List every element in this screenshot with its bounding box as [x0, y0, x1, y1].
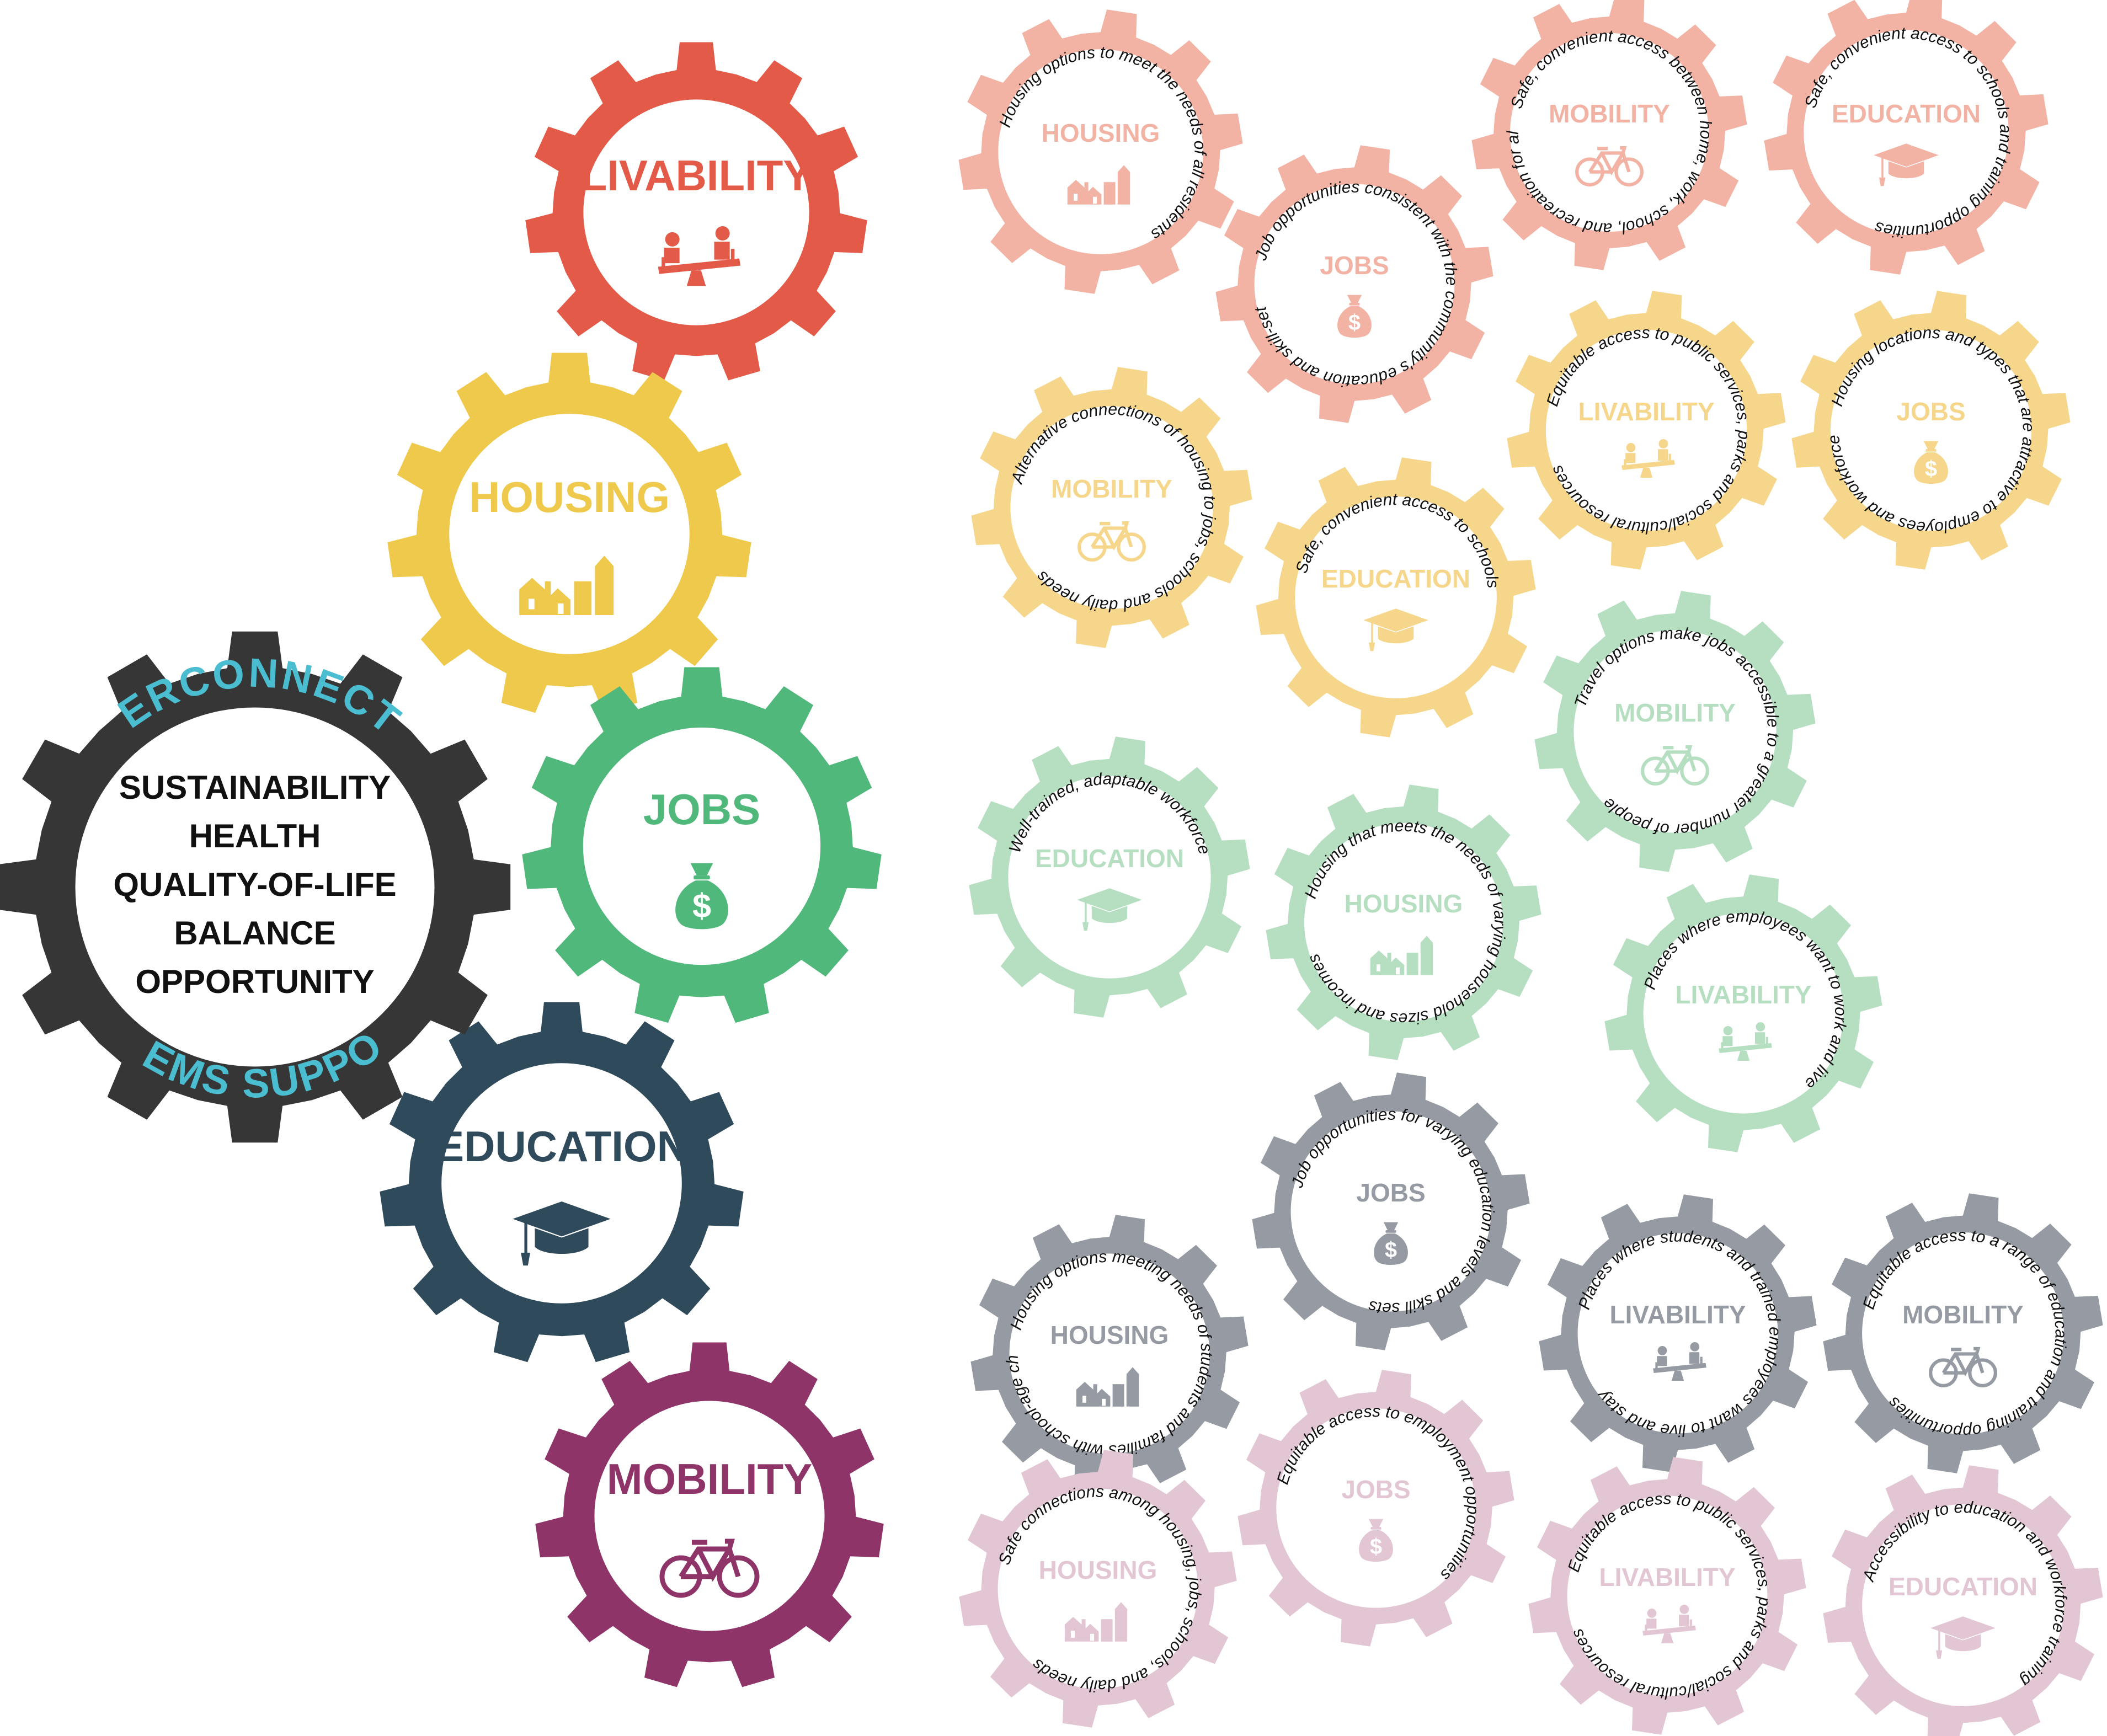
- gear-label: MOBILITY: [1614, 698, 1736, 727]
- gear-label: LIVABILITY: [1599, 1563, 1735, 1591]
- small-gear: Housing options to meet the needs of all…: [958, 9, 1243, 294]
- gear-hole: [449, 414, 690, 654]
- small-gear: Alternative connections of housing to jo…: [971, 367, 1252, 648]
- main-gear-livability: LIVABILITY: [525, 42, 867, 381]
- gear-hole: [1295, 496, 1497, 698]
- gear-hole: [1567, 1495, 1768, 1696]
- gear-label: LIVABILITY: [1675, 980, 1811, 1009]
- gear-hole: [594, 1401, 825, 1631]
- core-top-title: INTERCONNECTED: [0, 0, 410, 744]
- gear-label: LIVABILITY: [1578, 397, 1714, 426]
- gear-hole: [998, 49, 1203, 254]
- small-gear: Travel options make jobs accessible to a…: [1534, 591, 1816, 872]
- gear-hole: [1862, 1504, 2064, 1706]
- small-gear: Equitable access to employment opportuni…: [1237, 1370, 1514, 1647]
- gear-label: HOUSING: [1050, 1321, 1169, 1349]
- small-gear: Safe, convenient access between home, wo…: [0, 0, 1747, 270]
- gear-hole: [998, 1488, 1198, 1689]
- small-gear: Well-trained, adaptable workforceEDUCATI…: [969, 736, 1250, 1018]
- core-value-text: QUALITY-OF-LIFE: [113, 866, 396, 903]
- gear-label: MOBILITY: [1902, 1300, 2024, 1329]
- small-gear: Places where employees want to work and …: [1604, 874, 1882, 1152]
- small-gear: Housing that meets the needs of varying …: [1266, 784, 1541, 1060]
- gear-hole: [1304, 823, 1503, 1022]
- main-gear-jobs: JOBS: [522, 667, 882, 1023]
- gear-label: LIVABILITY: [581, 151, 812, 200]
- gear-label: JOBS: [1356, 1178, 1425, 1207]
- gear-label: JOBS: [1341, 1475, 1410, 1504]
- core-value-text: SUSTAINABILITY: [119, 769, 391, 806]
- small-gear: Equitable access to a range of education…: [1823, 1193, 2103, 1473]
- gear-hole: [1254, 184, 1455, 384]
- small-gear: Job opportunities consistent with the co…: [1215, 145, 1493, 423]
- gear-label: HOUSING: [1345, 889, 1463, 918]
- small-gear: Housing locations and types that are att…: [1791, 291, 2071, 570]
- main-gear-mobility: MOBILITY: [535, 1342, 884, 1687]
- core-value-text: BALANCE: [174, 915, 335, 952]
- gear-hole: [441, 1063, 682, 1304]
- gear-label: EDUCATION: [1321, 564, 1470, 593]
- gear-label: JOBS: [643, 785, 760, 834]
- gear-hole: [1276, 1408, 1476, 1608]
- small-gear: Equitable access to public services, par…: [1507, 291, 1786, 570]
- gear-hole: [1573, 630, 1777, 833]
- gear-hole: [1643, 913, 1844, 1114]
- gear-hole: [1804, 30, 2009, 235]
- gear-label: EDUCATION: [1035, 844, 1184, 873]
- gear-ring-text: Safe, convenient access between home, wo…: [0, 0, 1715, 238]
- gear-label: LIVABILITY: [1609, 1300, 1746, 1329]
- small-gear: Job opportunities for varying education …: [1252, 1072, 1530, 1350]
- core-value-text: HEALTH: [189, 818, 321, 854]
- gear-label: EDUCATION: [1889, 1572, 2037, 1601]
- gear-hole: [1010, 406, 1213, 609]
- gear-hole: [1510, 33, 1709, 232]
- gear-hole: [1862, 1232, 2064, 1434]
- gear-label: HOUSING: [1039, 1556, 1157, 1584]
- gear-hole: [1290, 1111, 1491, 1312]
- gear-hole: [75, 707, 435, 1067]
- gear-label: HOUSING: [1042, 119, 1160, 147]
- small-gear: Safe, convenient access to schoolsEDUCAT…: [1256, 457, 1536, 738]
- gear-hole: [1008, 776, 1211, 979]
- small-gear: Places where students and trained employ…: [1539, 1194, 1817, 1472]
- gear-label: MOBILITY: [1549, 99, 1670, 128]
- gear-label: MOBILITY: [607, 1455, 813, 1503]
- gear-label: JOBS: [1320, 251, 1389, 280]
- gear-label: MOBILITY: [1051, 474, 1172, 503]
- gear-label: HOUSING: [469, 473, 670, 521]
- gear-hole: [583, 727, 821, 965]
- small-gear: Safe, convenient access to schools and t…: [1764, 0, 2049, 275]
- gear-hole: [1577, 1233, 1778, 1434]
- main-gear-housing: HOUSING: [387, 352, 751, 713]
- gear-hole: [1009, 1253, 1210, 1454]
- gear-hole: [1830, 329, 2032, 531]
- small-gear: Equitable access to public services, par…: [1528, 1457, 1806, 1735]
- main-gear-education: EDUCATION: [380, 1002, 744, 1363]
- gear-label: EDUCATION: [1832, 99, 1981, 128]
- small-gear: Safe connections among housing, jobs, sc…: [959, 1450, 1237, 1728]
- gear-label: JOBS: [1896, 397, 1965, 426]
- gear-hole: [583, 99, 809, 325]
- core-value-text: OPPORTUNITY: [135, 963, 374, 1000]
- gear-hole: [1545, 329, 1747, 531]
- gear-label: EDUCATION: [435, 1122, 688, 1171]
- small-gear: Accessibility to education and workforce…: [1823, 1465, 2103, 1736]
